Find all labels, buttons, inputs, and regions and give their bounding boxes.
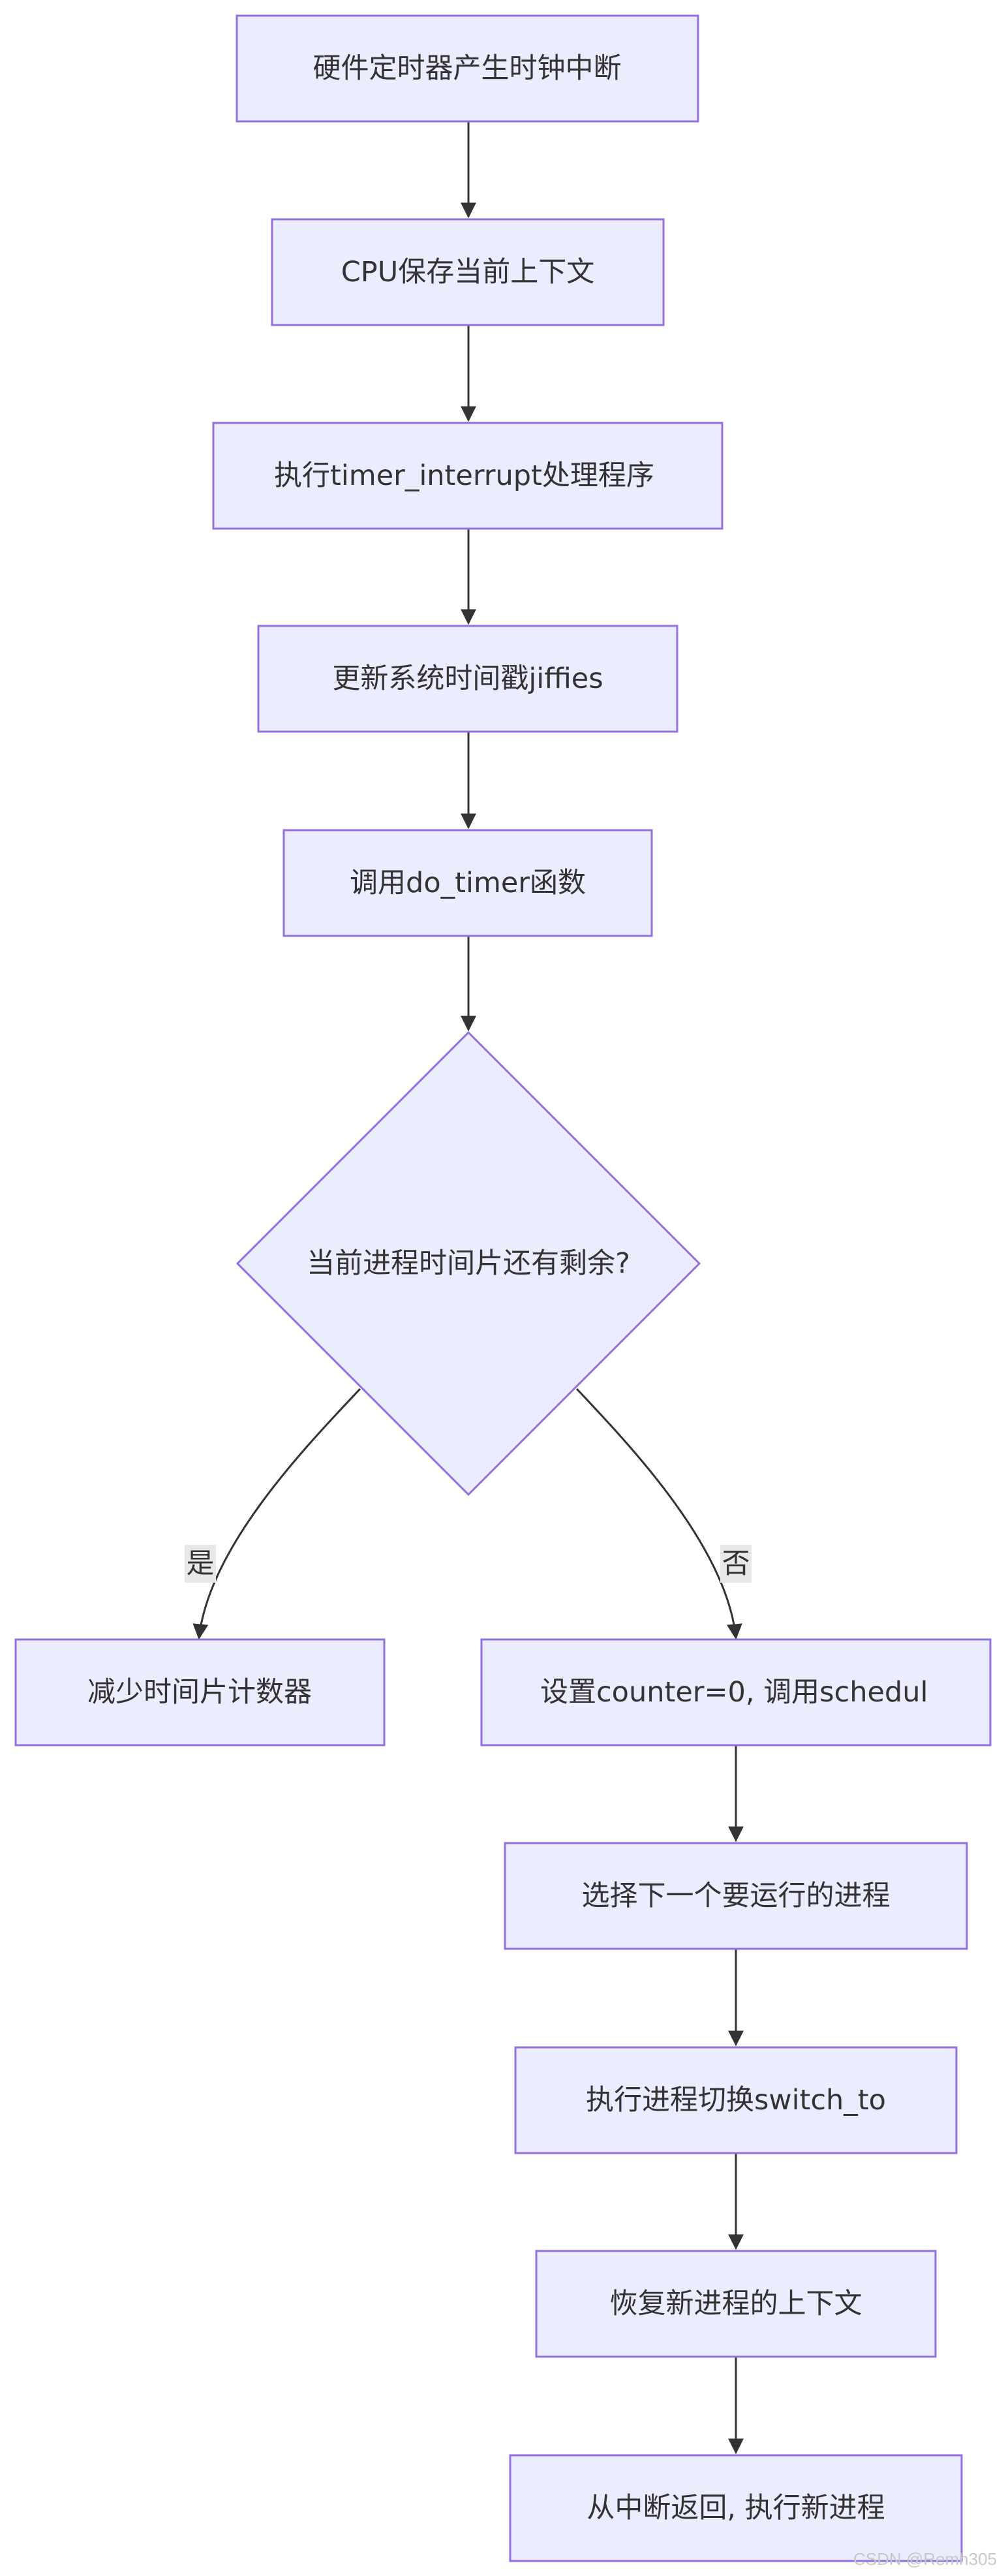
node-n4-label: 更新系统时间戳jiffies <box>332 662 603 695</box>
edge-label-yes: 是 <box>185 1545 216 1583</box>
edge-n6-n8 <box>575 1388 742 1640</box>
node-n9-label: 选择下一个要运行的进程 <box>582 1880 891 1912</box>
node-n3: 执行timer_interrupt处理程序 <box>212 422 724 530</box>
node-n6-label: 当前进程时间片还有剩余? <box>307 1247 630 1280</box>
edge-label-no-text: 否 <box>722 1547 750 1580</box>
node-n8-label: 设置counter=0, 调用schedul <box>540 1676 928 1709</box>
node-n7: 减少时间片计数器 <box>14 1638 386 1746</box>
node-n2-label: CPU保存当前上下文 <box>341 256 594 288</box>
node-n1: 硬件定时器产生时钟中断 <box>236 14 699 123</box>
edge-n6-n7 <box>192 1388 361 1640</box>
node-n5-label: 调用do_timer函数 <box>350 867 586 899</box>
node-n7-label: 减少时间片计数器 <box>87 1676 312 1709</box>
edge-label-no: 否 <box>720 1545 752 1583</box>
node-n11: 恢复新进程的上下文 <box>535 2250 937 2358</box>
node-n4: 更新系统时间戳jiffies <box>257 625 678 733</box>
edges <box>192 122 744 2455</box>
node-n9: 选择下一个要运行的进程 <box>504 1842 968 1950</box>
node-n10: 执行进程切换switch_to <box>514 2046 958 2154</box>
node-n6-decision: 当前进程时间片还有剩余? <box>236 1031 701 1497</box>
node-n3-label: 执行timer_interrupt处理程序 <box>274 459 654 492</box>
node-n12: 从中断返回, 执行新进程 <box>509 2454 963 2562</box>
node-n5: 调用do_timer函数 <box>282 829 653 937</box>
node-n8: 设置counter=0, 调用schedul <box>480 1638 992 1746</box>
node-n1-label: 硬件定时器产生时钟中断 <box>313 52 622 85</box>
node-n11-label: 恢复新进程的上下文 <box>610 2288 862 2320</box>
node-n10-label: 执行进程切换switch_to <box>586 2084 886 2117</box>
watermark-text: CSDN @Remh305 <box>853 2549 997 2569</box>
edge-label-yes-text: 是 <box>187 1547 215 1580</box>
node-n2: CPU保存当前上下文 <box>271 218 665 326</box>
node-n12-label: 从中断返回, 执行新进程 <box>587 2492 885 2524</box>
